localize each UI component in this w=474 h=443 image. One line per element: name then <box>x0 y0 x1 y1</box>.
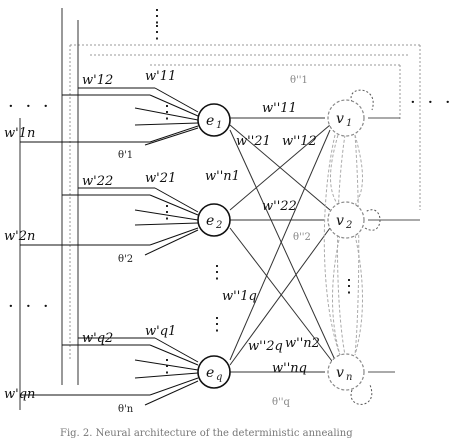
threshold-eq: θ'n <box>118 404 134 415</box>
neuron-v1-sub: 1 <box>346 118 352 129</box>
weight-hidden-w12: w''12 <box>282 134 317 149</box>
ellipsis-v-column: ⋮ <box>340 276 361 297</box>
ellipsis-left-2: · · · <box>8 296 52 317</box>
weight-hidden-wnq: w''nq <box>272 361 307 376</box>
neuron-eq-label: e <box>206 365 214 381</box>
ellipsis-e-column-2: ⋮ <box>208 314 229 335</box>
neuron-e1-sub: 1 <box>216 120 222 131</box>
neuron-e1: e 1 <box>197 103 231 137</box>
neuron-vn: v n <box>327 353 365 391</box>
neuron-v2: v 2 <box>327 201 365 239</box>
neuron-v2-sub: 2 <box>345 220 352 231</box>
ellipsis-e1-inputs: ⋮ <box>158 102 179 123</box>
neuron-vn-label: v <box>336 365 344 381</box>
feedback-frame <box>69 44 421 360</box>
weight-hidden-w22: w''22 <box>262 199 297 214</box>
weight-w2n: w'2n <box>4 229 35 244</box>
weight-hidden-wn1: w''n1 <box>205 169 240 184</box>
weight-w1n: w'1n <box>4 126 35 141</box>
weight-w11: w'11 <box>145 69 176 84</box>
neuron-eq-sub: q <box>216 372 222 383</box>
input-bus <box>19 8 79 410</box>
weight-w22: w'22 <box>82 174 113 189</box>
weight-hidden-w11: w''11 <box>262 101 297 116</box>
neuron-v2-label: v <box>336 213 344 229</box>
ellipsis-e2-inputs: ⋮ <box>158 202 179 223</box>
neuron-e2: e 2 <box>197 203 231 237</box>
inputs-e1 <box>20 87 199 146</box>
ellipsis-top: ⋮ <box>148 6 169 27</box>
ellipsis-right: · · · <box>410 92 454 113</box>
v-interconnections <box>323 134 363 356</box>
ellipsis-left-1: · · · <box>8 96 52 117</box>
neuron-e2-label: e <box>206 213 214 229</box>
neuron-vn-sub: n <box>346 372 352 383</box>
weight-hidden-wn2: w''n2 <box>285 336 320 351</box>
weight-w12: w'12 <box>82 73 113 88</box>
weight-w21: w'21 <box>145 171 176 186</box>
weight-hidden-w21: w''21 <box>236 134 271 149</box>
weight-hidden-w1q: w''1q <box>222 289 257 304</box>
weight-wqn: w'qn <box>4 387 35 402</box>
threshold-vq: θ''q <box>272 397 291 408</box>
neuron-e2-sub: 2 <box>215 220 222 231</box>
threshold-e1: θ'1 <box>118 150 133 161</box>
ellipsis-e-column: ⋮ <box>208 262 229 283</box>
inputs-e2 <box>20 187 199 256</box>
ellipsis-eq-inputs: ⋮ <box>158 356 179 377</box>
weight-wq1: w'q1 <box>145 324 176 339</box>
ellipsis-top-2: ⋮ <box>148 22 169 43</box>
neuron-v1-label: v <box>336 111 344 127</box>
v-outputs <box>350 89 420 405</box>
neuron-v1: v 1 <box>327 99 365 137</box>
weight-hidden-w2q: w''2q <box>248 339 283 354</box>
threshold-v2: θ''2 <box>293 232 311 243</box>
neuron-e1-label: e <box>206 113 214 129</box>
hidden-connections <box>229 117 336 373</box>
inputs-eq <box>20 337 199 406</box>
weight-wq2: w'q2 <box>82 331 113 346</box>
threshold-e2: θ'2 <box>118 254 133 265</box>
figure-caption: Fig. 2. Neural architecture of the deter… <box>60 428 353 439</box>
neuron-eq: e q <box>197 355 231 389</box>
threshold-v1: θ''1 <box>290 75 308 86</box>
